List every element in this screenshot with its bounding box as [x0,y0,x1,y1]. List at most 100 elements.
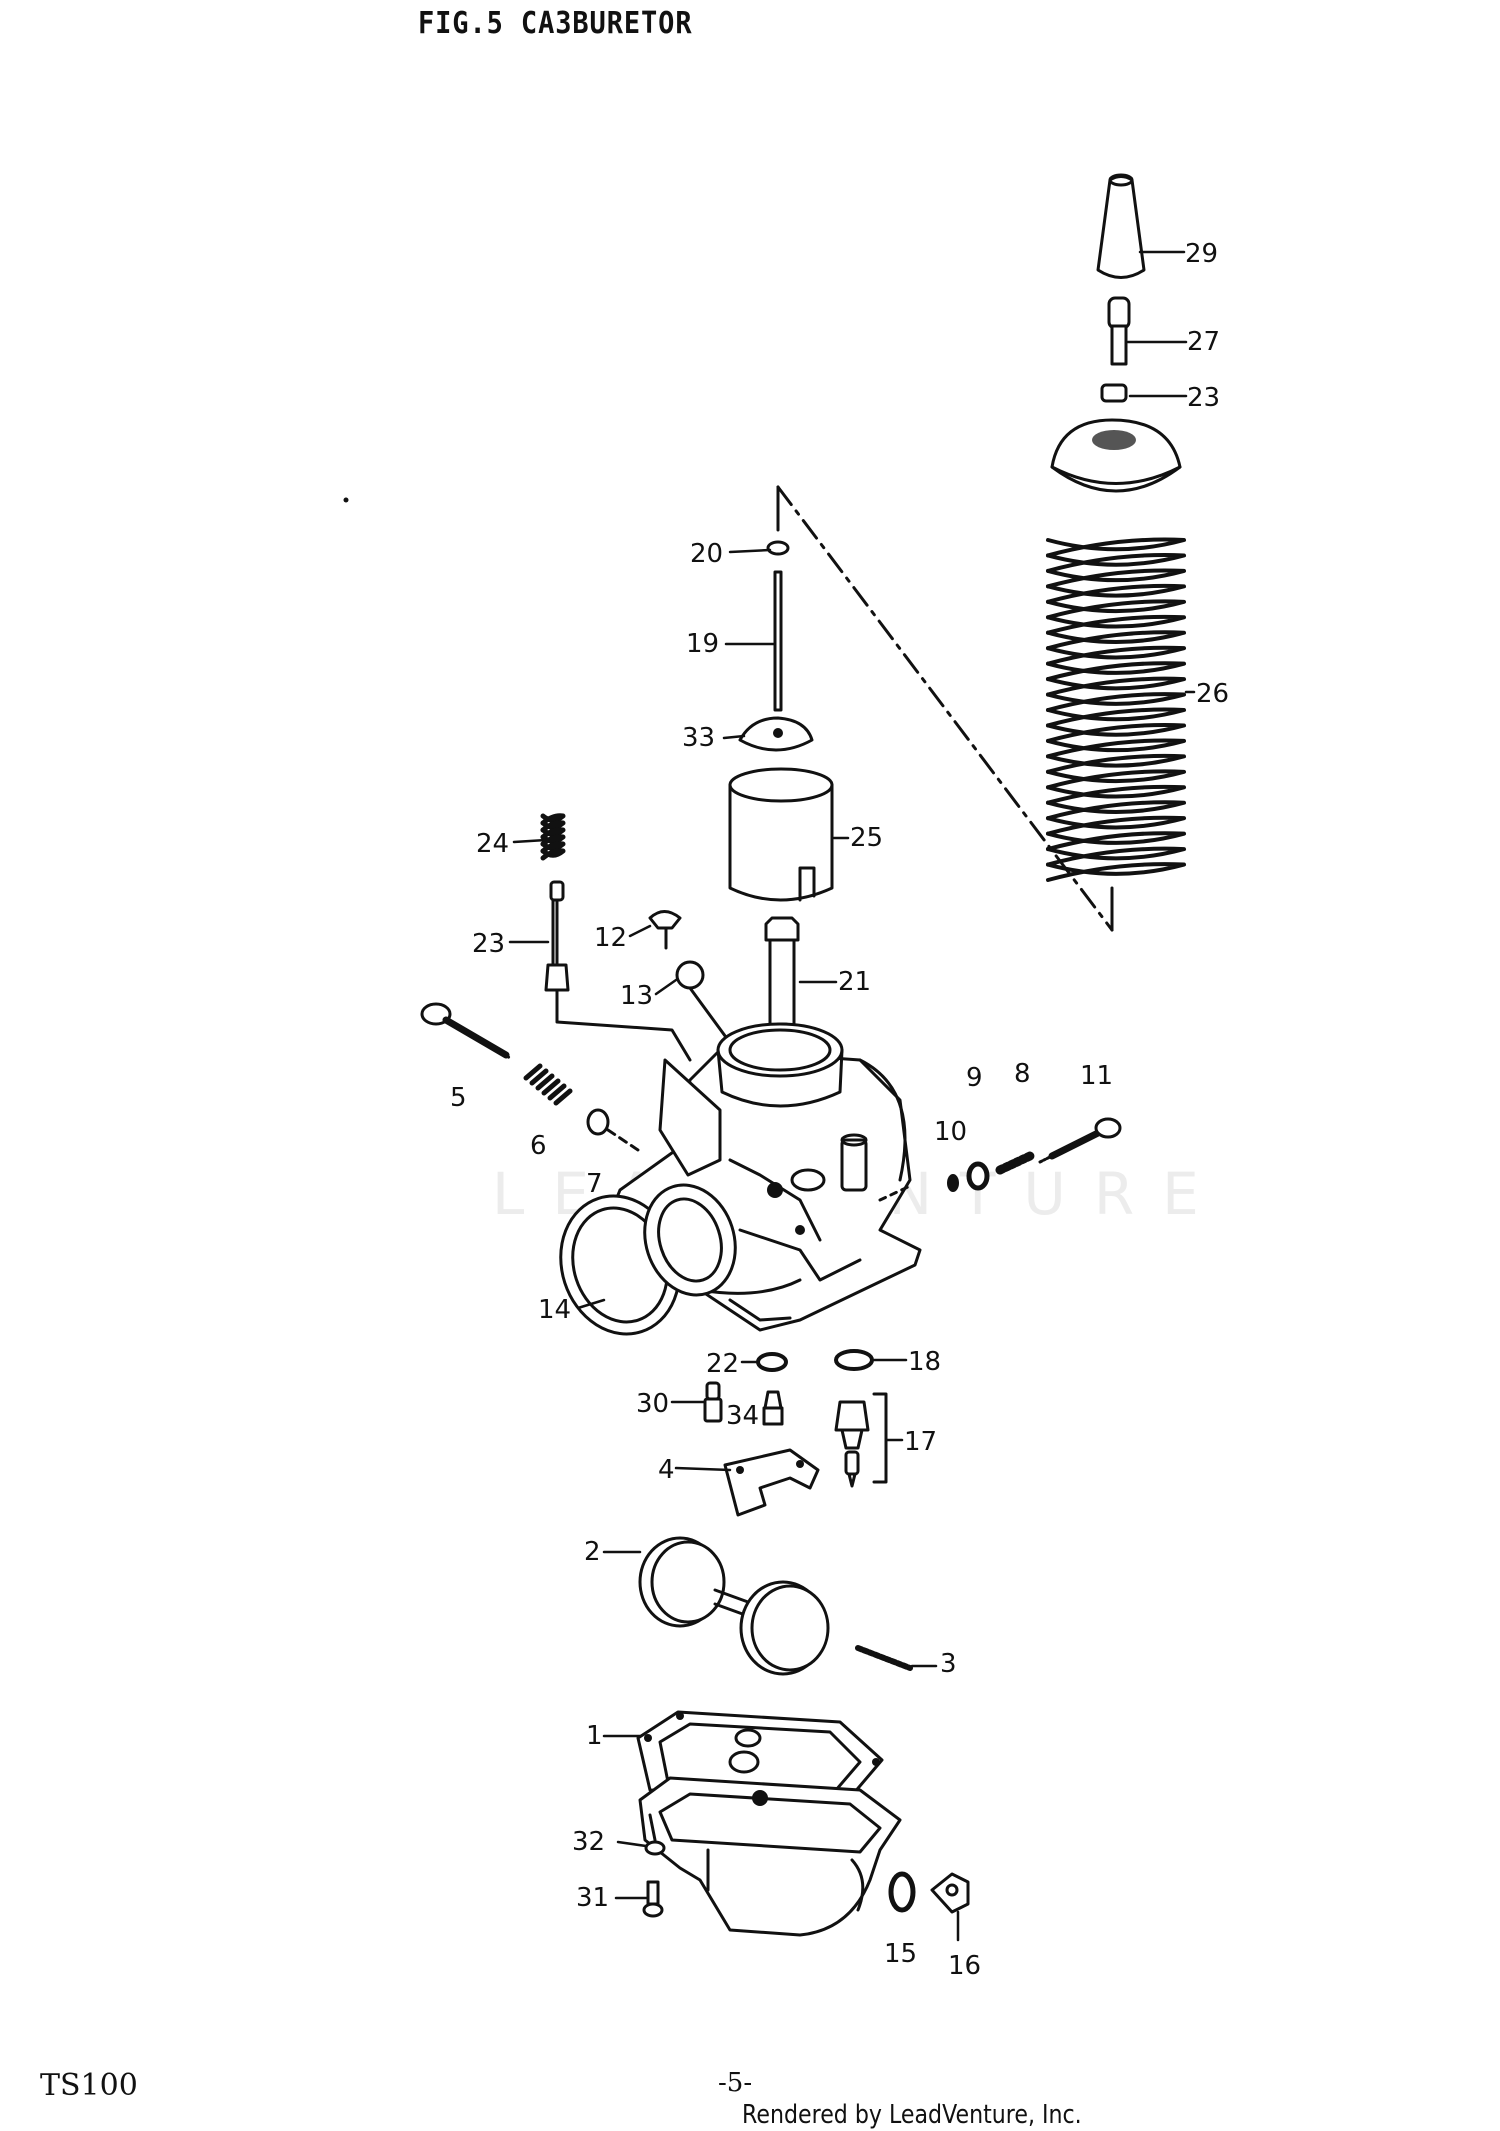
callout-label-24: 24 [476,829,509,859]
callout-label-28: 23 [1187,383,1220,413]
callout-label-27: 27 [1187,327,1220,357]
main-jet-washer-part [756,1352,788,1372]
spring-coil [1046,846,1186,867]
spring-coil [1046,723,1186,743]
throttle-valve-part [728,767,834,902]
callout-label-22: 22 [706,1349,739,1379]
callout-label-34: 34 [726,1401,759,1431]
pilot-screw-spring-part [523,1063,573,1106]
throttle-spring-part [1046,537,1186,882]
float-valve-o-ring-part [834,1349,874,1371]
drain-gasket-part [888,1871,916,1913]
washer-part [675,960,705,990]
spring-coil [1046,645,1186,666]
callout-label-11: 11 [1080,1061,1113,1091]
callout-label-5: 5 [450,1083,467,1113]
callout-label-21: 21 [838,967,871,997]
spring-coil [1046,676,1186,697]
cable-adjuster-part [1107,296,1131,366]
leader-line-13 [654,978,678,996]
spring-coil [540,820,566,833]
spring-coil [1046,553,1186,573]
callout-label-23: 23 [472,929,505,959]
needle-clip-part [766,540,790,556]
callout-label-10: 10 [934,1117,967,1147]
spring-coil [529,1068,549,1086]
spring-coil [1046,831,1186,852]
callout-label-17: 17 [904,1427,937,1457]
spring-coil [1046,537,1186,558]
spring-coil [540,834,566,847]
retainer-hole [773,728,783,738]
spring-coil [1046,800,1186,821]
spring-coil [540,827,566,840]
leader-line-14 [576,1298,606,1310]
callout-label-14: 14 [538,1295,571,1325]
spring-coil [1046,862,1186,882]
drain-plug-part [644,1840,666,1856]
idle-adjust-screw-part [1038,1117,1122,1164]
callout-label-12: 12 [594,923,627,953]
callout-label-25: 25 [850,823,883,853]
spring-coil [1046,784,1186,805]
spring-coil [540,813,566,826]
pilot-air-screw-part [420,1002,512,1060]
leader-line-12 [628,924,652,938]
float-part [638,1536,830,1676]
callout-label-6: 6 [530,1131,547,1161]
idle-spring-part [540,813,566,861]
needle-valve-set-part [834,1392,888,1488]
spacer-part [947,1174,959,1192]
spring-coil [1046,815,1186,836]
callout-label-31: 31 [576,1883,609,1913]
spring-coil [1046,707,1186,728]
callout-label-32: 32 [572,1827,605,1857]
callout-label-1: 1 [586,1721,603,1751]
reference-line [776,485,1114,932]
spring-coil [1046,630,1186,651]
page-number: -5- [718,2068,753,2098]
spring-coil [547,1083,567,1101]
o-ring-leader [606,1128,640,1152]
spring-coil [1046,738,1186,759]
drain-screw-part [930,1872,970,1914]
callout-label-30: 30 [636,1389,669,1419]
float-chamber-gasket-part [636,1710,884,1802]
callout-label-13: 13 [620,981,653,1011]
callout-label-26: 26 [1196,679,1229,709]
air-screw-spring-part [995,1151,1035,1175]
spring-coil [540,848,566,861]
rubber-cap-part [1096,173,1146,279]
callout-leaders [508,250,1196,1942]
main-jet-part [762,1390,784,1426]
callout-label-8: 8 [1014,1059,1031,1089]
spring-coil [541,1078,561,1096]
float-chamber-part [638,1728,902,1937]
leader-line-24 [512,838,548,844]
chamber-screw-part [642,1880,664,1918]
spring-coil [1046,599,1186,620]
intake-flange-part [559,1183,737,1336]
callout-label-7: 7 [586,1169,603,1199]
leader-line-20 [728,548,772,554]
callout-label-4: 4 [658,1455,675,1485]
pilot-jet-part [703,1381,723,1423]
callout-label-18: 18 [908,1347,941,1377]
mixing-chamber-top-part [1050,418,1182,493]
callout-label-19: 19 [686,629,719,659]
callout-label-15: 15 [884,1939,917,1969]
callout-label-2: 2 [584,1537,601,1567]
spring-coil [523,1063,543,1081]
air-screw-washer-part [966,1161,990,1191]
throttle-stop-screw-part [648,910,682,950]
render-credit: Rendered by LeadVenture, Inc. [742,2100,1082,2130]
spring-coil [553,1088,573,1106]
spring-coil [1046,583,1186,604]
spring-coil [1046,568,1186,589]
callout-label-3: 3 [940,1649,957,1679]
callout-label-29: 29 [1185,239,1218,269]
callout-label-9: 9 [966,1063,983,1093]
spring-coil [1046,692,1186,712]
float-arm-plate-part [723,1448,820,1517]
